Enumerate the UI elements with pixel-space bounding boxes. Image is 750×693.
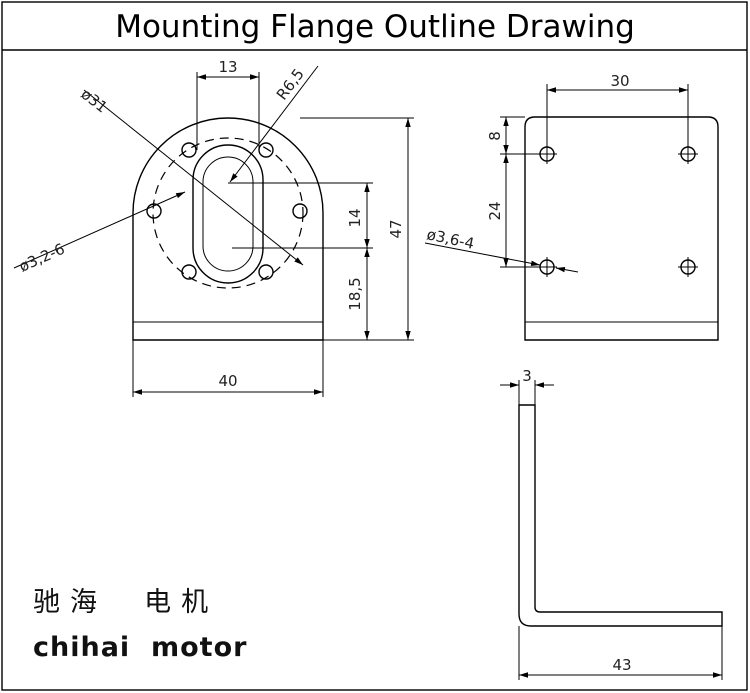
dim-slot-radius-label: R6,5 xyxy=(273,65,308,103)
dim-pcd-label: ø31 xyxy=(78,85,111,117)
drawing-title: Mounting Flange Outline Drawing xyxy=(115,9,635,45)
dim-hole-dia-label: ø3,2-6 xyxy=(16,240,67,276)
dim-total-height-label: 47 xyxy=(387,219,405,238)
profile-view: 3 43 xyxy=(500,367,723,680)
side-hole-4 xyxy=(678,257,698,277)
brand-chinese: 驰海 电机 xyxy=(33,587,218,618)
dim-width-label: 40 xyxy=(218,372,237,390)
dim-hole-dia xyxy=(13,191,186,269)
dim-side-hole-dia xyxy=(424,242,541,266)
side-plate-outline xyxy=(524,116,719,341)
dim-slot-radius xyxy=(229,65,319,183)
bracket-profile xyxy=(518,404,723,627)
dim-top-offset-label: 8 xyxy=(486,131,504,141)
mount-hole-4 xyxy=(292,203,308,219)
brand-english: chihai motor xyxy=(33,632,247,663)
mount-hole-3 xyxy=(146,203,162,219)
dim-hole-spacing-y-label: 24 xyxy=(486,201,504,220)
side-hole-2 xyxy=(678,144,698,164)
pitch-circle xyxy=(152,137,304,289)
dim-thickness-label: 3 xyxy=(522,367,532,385)
mount-hole-2 xyxy=(258,142,274,158)
front-view: 13 R6,5 ø31 ø3,2-6 14 18,5 47 40 xyxy=(13,58,414,397)
dim-center-height-label: 18,5 xyxy=(346,277,364,310)
dim-side-hole-dia-label: ø3,6-4 xyxy=(425,225,476,253)
dim-slot-length-label: 14 xyxy=(346,208,364,227)
dim-hole-spacing-x-label: 30 xyxy=(610,72,629,90)
mount-hole-5 xyxy=(181,264,197,280)
dim-pcd xyxy=(83,89,304,266)
side-view: 30 8 24 ø3,6-4 xyxy=(424,72,719,341)
center-slot-inner xyxy=(202,156,254,272)
dim-length-label: 43 xyxy=(612,656,631,674)
mount-hole-1 xyxy=(181,142,197,158)
flange-outline xyxy=(132,117,324,341)
mount-hole-6 xyxy=(258,264,274,280)
dim-slot-width-label: 13 xyxy=(218,58,237,76)
